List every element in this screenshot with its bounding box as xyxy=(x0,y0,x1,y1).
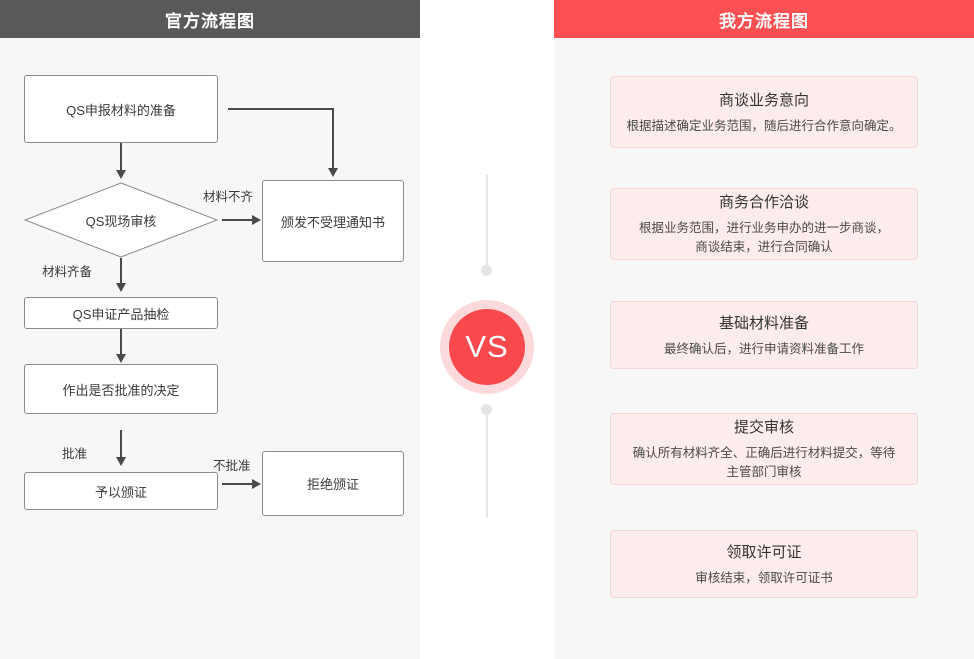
card-desc: 确认所有材料齐全、正确后进行材料提交，等待主管部门审核 xyxy=(632,446,896,479)
arrow-n4-to-n5-head xyxy=(116,354,126,363)
vs-badge: VS xyxy=(440,300,534,394)
our-flow-card-2[interactable]: 商务合作洽谈 根据业务范围，进行业务申办的进一步商谈，商谈结束，进行合同确认 xyxy=(610,188,918,260)
flow-decision-label: QS现场审核 xyxy=(85,213,157,229)
arrow-n1-to-notice-horizontal xyxy=(228,108,334,110)
flow-node-label: QS申证产品抽检 xyxy=(72,306,170,322)
flow-node-label: 予以颁证 xyxy=(94,484,147,500)
flow-node-label: 作出是否批准的决定 xyxy=(62,382,180,398)
arrow-n4-to-n5-line xyxy=(120,329,122,357)
flow-decision-qs-onsite-audit[interactable]: QS现场审核 xyxy=(24,182,218,258)
card-title: 商谈业务意向 xyxy=(718,91,809,109)
arrow-n1-to-diamond-line xyxy=(120,143,122,173)
flow-node-issue-rejection-notice[interactable]: 颁发不受理通知书 xyxy=(262,180,404,262)
our-flow-card-5[interactable]: 领取许可证 审核结束，领取许可证书 xyxy=(610,530,918,598)
our-flow-card-4[interactable]: 提交审核 确认所有材料齐全、正确后进行材料提交，等待主管部门审核 xyxy=(610,413,918,485)
card-desc: 最终确认后，进行申请资料准备工作 xyxy=(663,341,864,356)
vs-connector-line-top xyxy=(486,175,488,270)
card-title: 商务合作洽谈 xyxy=(718,194,809,211)
vs-badge-text: VS xyxy=(449,309,525,385)
vs-connector-dot-bottom xyxy=(481,404,492,415)
arrow-n5-to-n6-line xyxy=(120,430,122,460)
arrow-n1-to-diamond-head xyxy=(116,170,126,179)
flow-edge-label-approved: 批准 xyxy=(62,447,88,461)
our-flow-header: 我方流程图 xyxy=(554,0,974,38)
arrow-n6-to-n7-head xyxy=(252,479,261,489)
arrow-diamond-to-notice-head xyxy=(252,215,261,225)
arrow-n1-to-notice-head xyxy=(328,168,338,177)
flow-edge-label-material-incomplete: 材料不齐 xyxy=(203,190,254,204)
flow-node-label: QS申报材料的准备 xyxy=(66,102,176,118)
arrow-n5-to-n6-head xyxy=(116,457,126,466)
flow-node-label: 拒绝颁证 xyxy=(306,477,359,492)
arrow-diamond-to-n4-line xyxy=(120,258,122,286)
flow-edge-label-not-approved: 不批准 xyxy=(213,459,251,473)
our-flow-panel: 我方流程图 商谈业务意向 根据描述确定业务范围，随后进行合作意向确定。 商务合作… xyxy=(554,0,974,659)
arrow-diamond-to-notice-line xyxy=(222,219,254,221)
vs-connector-dot-top xyxy=(481,265,492,276)
flow-node-qs-material-prep[interactable]: QS申报材料的准备 xyxy=(24,75,218,143)
our-flow-card-3[interactable]: 基础材料准备 最终确认后，进行申请资料准备工作 xyxy=(610,301,918,369)
arrow-diamond-to-n4-head xyxy=(116,283,126,292)
flow-edge-label-material-complete: 材料齐备 xyxy=(42,265,93,279)
card-desc: 审核结束，领取许可证书 xyxy=(695,570,833,585)
flow-node-grant-certificate[interactable]: 予以颁证 xyxy=(24,472,218,510)
vs-connector-line-bottom xyxy=(486,414,488,517)
card-title: 领取许可证 xyxy=(726,543,802,561)
arrow-n6-to-n7-line xyxy=(222,483,254,485)
official-flow-header: 官方流程图 xyxy=(0,0,420,38)
our-flow-card-1[interactable]: 商谈业务意向 根据描述确定业务范围，随后进行合作意向确定。 xyxy=(610,76,918,148)
official-flow-panel: 官方流程图 QS申报材料的准备 QS现场审核 材料不齐 颁发不受理通知书 材料齐… xyxy=(0,0,420,659)
card-desc: 根据描述确定业务范围，随后进行合作意向确定。 xyxy=(626,118,902,133)
diamond-shape-icon xyxy=(24,182,218,258)
card-title: 提交审核 xyxy=(733,419,794,436)
flow-node-refuse-certificate[interactable]: 拒绝颁证 xyxy=(262,451,404,516)
card-title: 基础材料准备 xyxy=(718,314,809,332)
arrow-n1-to-notice-vertical xyxy=(332,108,334,172)
flow-node-label: 颁发不受理通知书 xyxy=(280,214,385,230)
flow-node-product-sampling[interactable]: QS申证产品抽检 xyxy=(24,297,218,329)
card-desc: 根据业务范围，进行业务申办的进一步商谈，商谈结束，进行合同确认 xyxy=(638,221,889,254)
flow-node-approval-decision[interactable]: 作出是否批准的决定 xyxy=(24,364,218,414)
